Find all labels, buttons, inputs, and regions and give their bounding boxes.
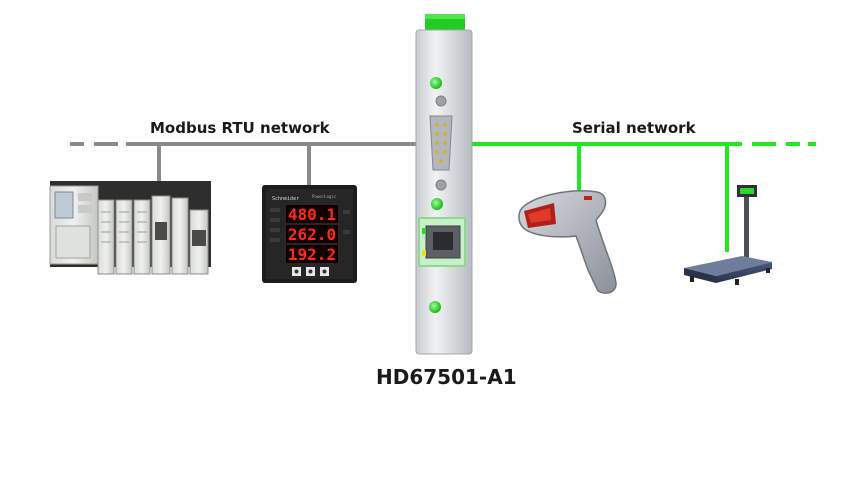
svg-text:Schneider: Schneider [272,196,299,202]
svg-text:PowerLogic: PowerLogic [312,194,337,199]
meter-reading-2: 262.0 [288,225,336,244]
plc-rack-icon [49,181,211,275]
gateway-label: HD67501-A1 [376,365,517,389]
meter-reading-3: 192.2 [288,245,336,264]
db9-connector [429,115,453,171]
power-meter-icon: Schneider PowerLogic 480.1 262.0 192.2 [262,185,357,283]
serial-network-label: Serial network [572,119,696,137]
modbus-bus [70,142,418,187]
gateway-device [415,14,473,355]
modbus-network-label: Modbus RTU network [150,119,330,137]
weighing-scale-icon [684,185,772,285]
gateway-led-1 [430,77,442,89]
barcode-scanner-icon [518,190,617,294]
gateway-led-3 [429,301,441,313]
gateway-led-2 [431,198,443,210]
meter-reading-1: 480.1 [288,205,336,224]
serial-bus [472,142,816,252]
